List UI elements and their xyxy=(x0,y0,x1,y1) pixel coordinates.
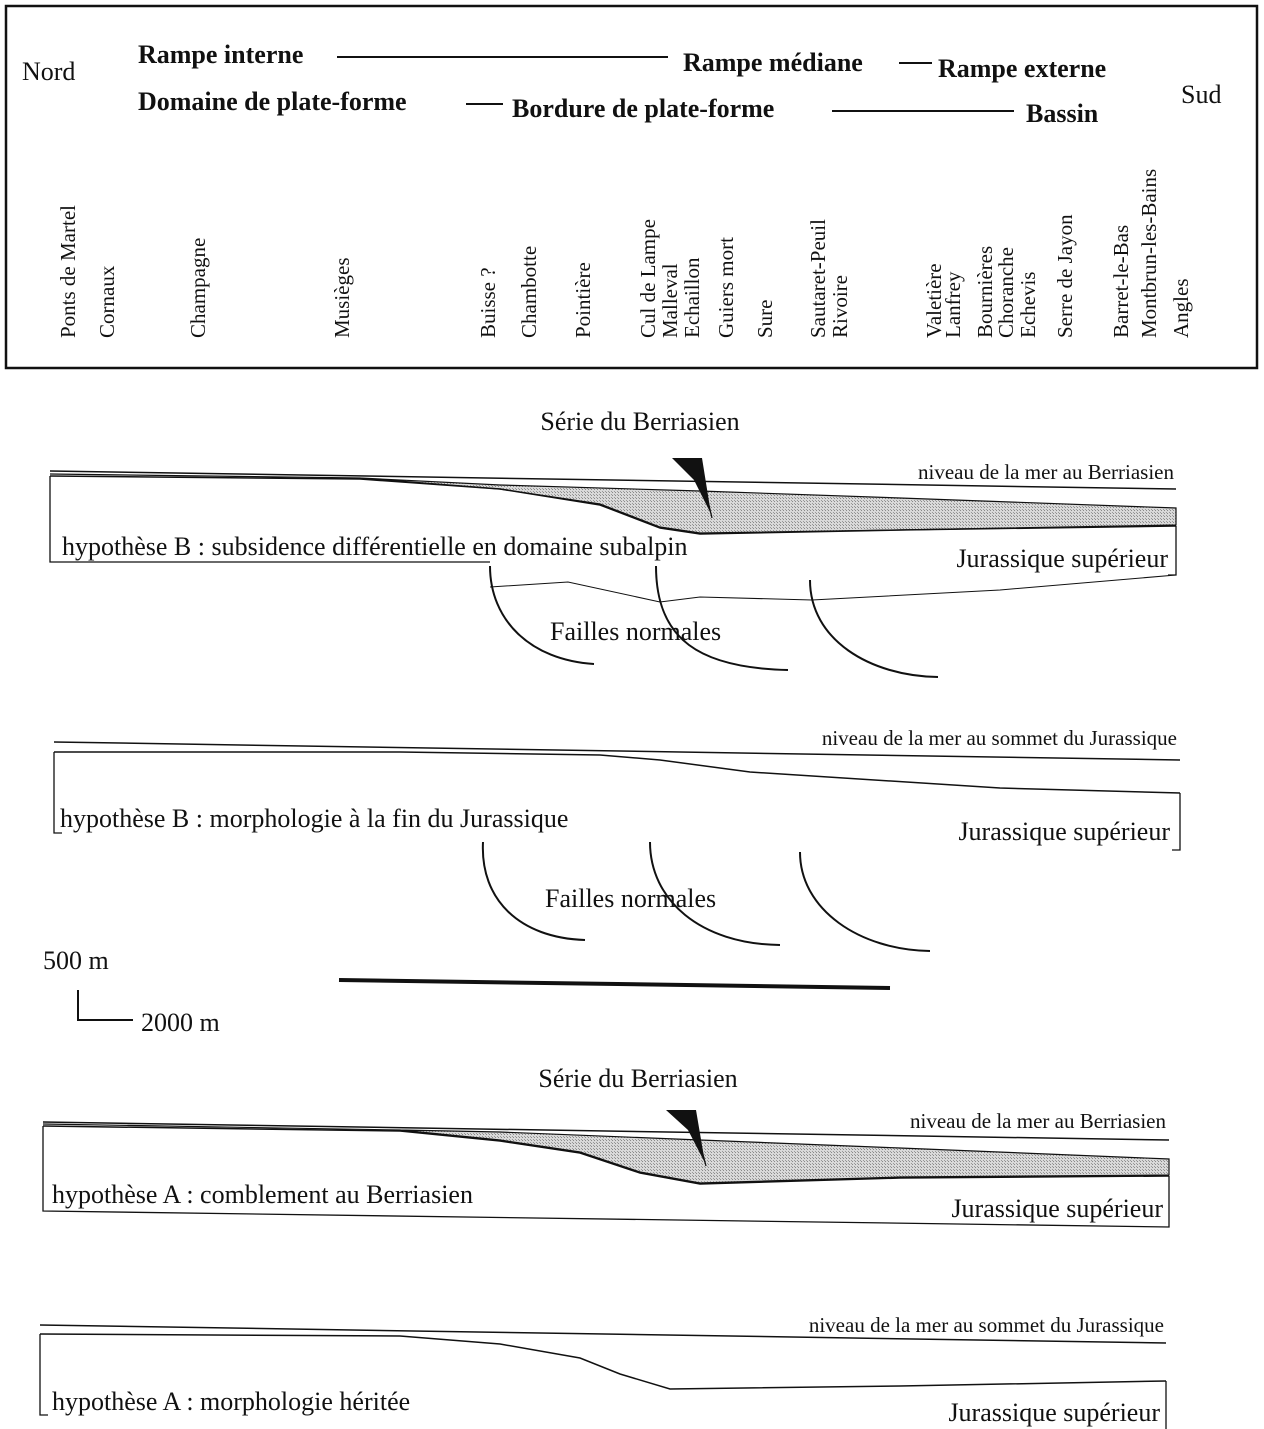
locality-label: Sautaret-Peuil xyxy=(806,219,830,338)
locality-label: Musièges xyxy=(330,258,354,339)
locality-label: Ponts de Martel xyxy=(56,205,80,338)
rampe-mediane-label: Rampe médiane xyxy=(683,48,863,77)
arrow-shaft xyxy=(699,467,713,519)
locality-label: Echaillon xyxy=(680,257,704,338)
locality-label: Serre de Jayon xyxy=(1053,214,1077,338)
locality-label: Chambotte xyxy=(517,246,541,338)
locality-label: Angles xyxy=(1169,279,1193,339)
section-hypothese-a-jurassique: niveau de la mer au sommet du Jurassique… xyxy=(39,1313,1167,1429)
arrow-shaft xyxy=(693,1119,707,1167)
jurassic-block-outline xyxy=(1172,793,1181,851)
locality-label: Guiers mort xyxy=(714,237,738,338)
header-frame xyxy=(4,4,1259,370)
rampe-interne-label: Rampe interne xyxy=(138,40,303,69)
rampe-externe-label: Rampe externe xyxy=(938,54,1106,83)
substrate-label: Jurassique supérieur xyxy=(956,544,1168,573)
basin-floor-line xyxy=(49,475,1177,535)
locality-label: Malleval xyxy=(658,263,682,338)
sea-level-label: niveau de la mer au Berriasien xyxy=(910,1109,1166,1133)
scale-axes xyxy=(77,990,133,1021)
sea-level-line xyxy=(39,1324,1167,1344)
substrate-label: Jurassique supérieur xyxy=(951,1194,1163,1223)
basin-floor-line xyxy=(54,751,1181,794)
locality-label: Valetière xyxy=(922,263,946,338)
hypothesis-label: hypothèse B : morphologie à la fin du Ju… xyxy=(60,804,568,833)
bordure-plateforme-label: Bordure de plate-forme xyxy=(512,94,774,123)
locality-label: Cornaux xyxy=(95,265,119,338)
locality-label: Pointière xyxy=(571,262,595,338)
sea-level-label: niveau de la mer au Berriasien xyxy=(918,460,1174,484)
jurassic-block-outline xyxy=(49,476,490,563)
normal-fault xyxy=(489,565,595,665)
jurassic-block-outline xyxy=(1168,526,1177,576)
jurassic-block-outline xyxy=(42,1126,1170,1228)
locality-label: Montbrun-les-Bains xyxy=(1137,169,1161,338)
domaine-plateforme-label: Domaine de plate-forme xyxy=(138,87,407,116)
basin-floor-line xyxy=(39,1333,1167,1390)
normal-fault xyxy=(649,841,781,946)
locality-label: Rivoire xyxy=(828,275,852,338)
substrate-label: Jurassique supérieur xyxy=(948,1398,1160,1427)
locality-label: Lanfrey xyxy=(941,271,965,338)
jurassic-block-outline xyxy=(53,752,62,834)
normal-fault xyxy=(655,565,789,671)
reference-bar xyxy=(338,978,891,990)
sea-level-label: niveau de la mer au sommet du Jurassique xyxy=(809,1313,1164,1337)
vertical-scale-label: 500 m xyxy=(43,946,109,975)
section-title: Série du Berriasien xyxy=(538,1064,737,1093)
locality-label: Cul de Lampe xyxy=(636,219,660,338)
locality-label: Echevis xyxy=(1016,272,1040,338)
bassin-label: Bassin xyxy=(1026,99,1099,128)
hypothesis-label: hypothèse B : subsidence différentielle … xyxy=(62,532,688,561)
section-hypothese-b-berriasien: Série du Berriasien niveau de la mer au … xyxy=(49,407,1177,678)
scale-bar: 500 m 2000 m xyxy=(43,946,891,1037)
locality-label: Barret-le-Bas xyxy=(1109,225,1133,338)
sea-level-label: niveau de la mer au sommet du Jurassique xyxy=(822,726,1177,750)
normal-fault xyxy=(809,579,939,678)
locality-label: Bournières xyxy=(973,246,997,338)
hypothesis-label: hypothèse A : comblement au Berriasien xyxy=(52,1180,473,1209)
sud-label: Sud xyxy=(1181,80,1221,109)
faults-label: Failles normales xyxy=(545,884,716,913)
nord-label: Nord xyxy=(22,57,75,86)
locality-label: Sure xyxy=(753,300,777,339)
locality-label: Choranche xyxy=(994,247,1018,338)
jurassic-base-line xyxy=(489,574,1177,603)
section-hypothese-a-berriasien: Série du Berriasien niveau de la mer au … xyxy=(42,1064,1170,1228)
normal-fault xyxy=(481,841,586,941)
substrate-label: Jurassique supérieur xyxy=(958,817,1170,846)
sea-level-line xyxy=(53,741,1181,761)
jurassic-block-outline xyxy=(39,1334,48,1416)
faults-label: Failles normales xyxy=(550,617,721,646)
section-hypothese-b-jurassique: niveau de la mer au sommet du Jurassique… xyxy=(53,726,1181,952)
locality-label: Champagne xyxy=(186,238,210,338)
basin-floor-line xyxy=(42,1125,1170,1185)
horizontal-scale-label: 2000 m xyxy=(141,1008,220,1037)
header-panel: Nord Sud Rampe interne Rampe médiane Ram… xyxy=(4,4,1259,370)
section-title: Série du Berriasien xyxy=(540,407,739,436)
hypothesis-label: hypothèse A : morphologie héritée xyxy=(52,1387,410,1416)
sea-level-line xyxy=(42,1121,1170,1141)
berriasien-fill xyxy=(42,1123,1170,1184)
normal-fault xyxy=(799,851,931,952)
locality-label: Buisse ? xyxy=(476,267,500,338)
sea-level-line xyxy=(49,470,1177,490)
